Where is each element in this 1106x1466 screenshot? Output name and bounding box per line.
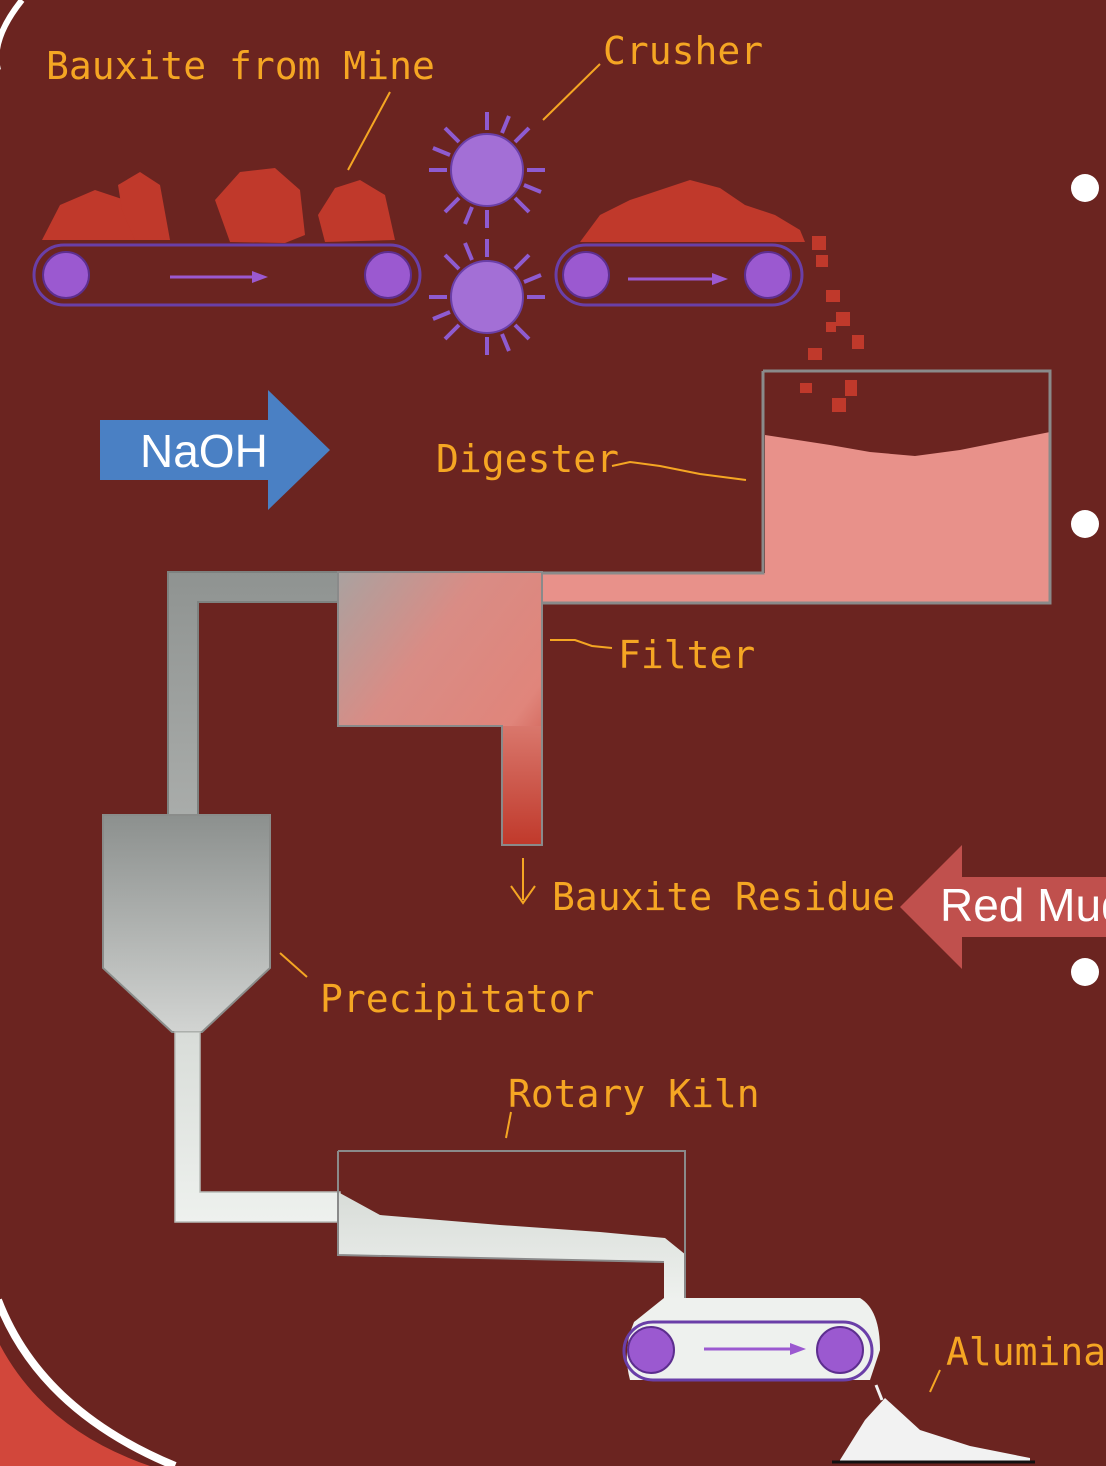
slide-corner-accent (0, 1345, 150, 1466)
filter-unit (337, 571, 543, 846)
conveyor-2-roller-left (562, 251, 610, 299)
precipitator-tank (102, 814, 271, 1033)
conveyor-belt-2 (554, 243, 804, 307)
alumina-pile (832, 1384, 1035, 1464)
bauxite-rocks (42, 168, 395, 243)
label-bauxite-residue: Bauxite Residue (552, 875, 896, 919)
naoh-label: NaOH (140, 425, 268, 477)
slide-corner-arc (0, 1298, 177, 1466)
rotary-kiln (337, 1150, 686, 1300)
leader-lines (279, 63, 941, 1393)
conveyor-2-roller-right (744, 251, 792, 299)
crushed-bauxite (580, 180, 864, 412)
bullet-point-3 (1071, 958, 1099, 986)
label-rotary-kiln: Rotary Kiln (508, 1072, 760, 1116)
label-precipitator: Precipitator (320, 977, 595, 1021)
naoh-arrow (100, 390, 330, 510)
conveyor-1-roller-right (364, 251, 412, 299)
label-crusher: Crusher (603, 29, 764, 73)
conveyor-belt-1 (32, 243, 422, 307)
bullet-point-2 (1071, 510, 1099, 538)
digester-tank (540, 369, 1052, 605)
conveyor-1-roller-left (42, 251, 90, 299)
crusher-top-gear (429, 112, 545, 228)
slide-arc (0, 0, 25, 70)
label-bauxite-from-mine: Bauxite from Mine (46, 44, 435, 88)
pipe-to-kiln (174, 1031, 341, 1223)
crusher-bottom-gear (429, 239, 545, 355)
conveyor-3-roller-right (816, 1326, 864, 1374)
conveyor-3-roller-left (627, 1326, 675, 1374)
conveyor-belt-3 (622, 1298, 880, 1382)
label-digester: Digester (436, 437, 620, 481)
label-alumina: Alumina (946, 1330, 1106, 1374)
red-mud-label: Red Mud (940, 879, 1106, 931)
label-filter: Filter (618, 633, 756, 677)
red-mud-arrow (900, 845, 1106, 969)
pipe-to-precipitator (167, 571, 341, 816)
bullet-point-1 (1071, 174, 1099, 202)
